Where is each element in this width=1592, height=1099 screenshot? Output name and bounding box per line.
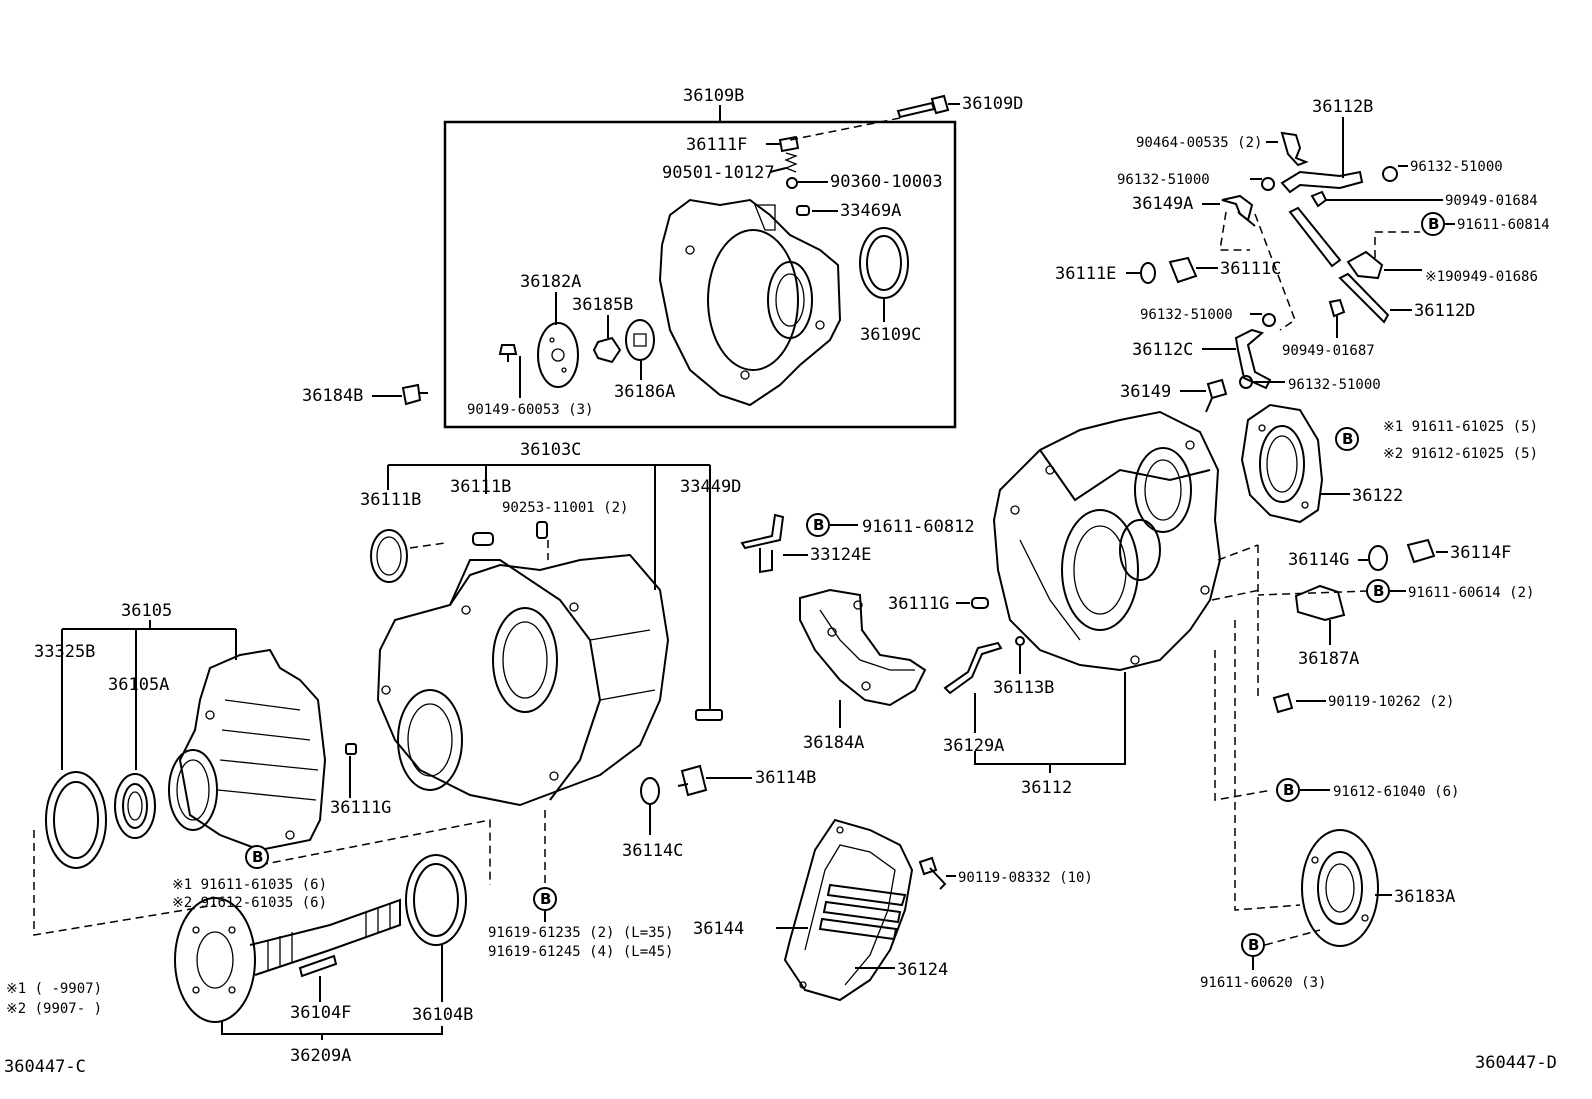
- label-36113B: 36113B: [993, 678, 1054, 698]
- bolt-mark-91611-61035: B: [252, 848, 263, 866]
- bolt-mark-91611-60620: B: [1248, 936, 1259, 954]
- label-36104B: 36104B: [412, 1005, 473, 1025]
- label-96132-51000-a: 96132-51000: [1117, 172, 1210, 188]
- label-36114F: 36114F: [1450, 543, 1511, 563]
- cover-36122: [1240, 403, 1324, 524]
- label-36111C: 36111C: [1220, 259, 1281, 279]
- label-36182A: 36182A: [520, 272, 581, 292]
- label-33325B: 33325B: [34, 642, 95, 662]
- bolt-36109D: [896, 94, 950, 119]
- label-36111F: 36111F: [686, 135, 747, 155]
- label-36111G-b: 36111G: [888, 594, 949, 614]
- rear-housing-36105-group: 36105 33325B 36105A B ※1 91611-61035 (6)…: [6, 601, 491, 1066]
- label-36104F: 36104F: [290, 1003, 351, 1023]
- label-96132-51000-b: 96132-51000: [1410, 159, 1503, 175]
- transfer-case-36103C: 36103C 36111B 36111B 90253-11001 (2) 334…: [330, 440, 816, 960]
- label-90464-00535: 90464-00535 (2): [1136, 135, 1262, 151]
- rotor-36182A: [537, 322, 579, 388]
- label-36149A: 36149A: [1132, 194, 1193, 214]
- label-91611-60614: 91611-60614 (2): [1408, 585, 1534, 601]
- label-36187A: 36187A: [1298, 649, 1359, 669]
- label-36129A: 36129A: [943, 736, 1004, 756]
- note-1: ※1 ( -9907): [6, 981, 102, 997]
- bolt-mark-91612-61040: B: [1283, 781, 1294, 799]
- oil-seal-36109C: [859, 227, 909, 299]
- label-91611-60812: 91611-60812: [862, 517, 975, 537]
- label-90360-10003: 90360-10003: [830, 172, 943, 192]
- bolt-mark-91611-61025: B: [1342, 430, 1353, 448]
- label-36111G-a: 36111G: [330, 798, 391, 818]
- label-91611-61025: ※1 91611-61025 (5): [1383, 419, 1538, 435]
- label-33124E: 33124E: [810, 545, 871, 565]
- label-36184A: 36184A: [803, 733, 864, 753]
- label-36114B: 36114B: [755, 768, 816, 788]
- label-36149: 36149: [1120, 382, 1171, 402]
- label-36184B: 36184B: [302, 386, 363, 406]
- note-2: ※2 (9907- ): [6, 1001, 102, 1017]
- bolt-mark-91611-60814: B: [1428, 215, 1439, 233]
- bolt-mark-91619: B: [540, 890, 551, 908]
- label-36112: 36112: [1021, 778, 1072, 798]
- label-36105A: 36105A: [108, 675, 169, 695]
- label-96132-51000-c: 96132-51000: [1140, 307, 1233, 323]
- label-36111B-b: 36111B: [450, 477, 511, 497]
- bracket-33124E: B 91611-60812 33124E: [740, 513, 975, 574]
- label-33449D: 33449D: [680, 477, 741, 497]
- label-96132-51000-d: 96132-51000: [1288, 377, 1381, 393]
- cover-36183A: [1301, 829, 1379, 947]
- extension-housing-group: 36109B 36109D 36111F 90501-10127 90360-1…: [443, 86, 1023, 429]
- label-90501-10127: 90501-10127: [662, 163, 775, 183]
- breather-hose-group: 36112B 90464-00535 (2) 96132-51000 96132…: [1055, 97, 1550, 413]
- label-36111B-a: 36111B: [360, 490, 421, 510]
- label-91611-61035: ※1 91611-61035 (6): [172, 877, 327, 893]
- label-91611-60814: 91611-60814: [1457, 217, 1550, 233]
- label-36144: 36144: [693, 919, 744, 939]
- label-91619-61235: 91619-61235 (2) (L=35): [488, 925, 673, 941]
- extension-housing: [658, 198, 842, 407]
- label-36124: 36124: [897, 960, 948, 980]
- label-36114G: 36114G: [1288, 550, 1349, 570]
- label-36114C: 36114C: [622, 841, 683, 861]
- label-36109B: 36109B: [683, 86, 744, 106]
- label-90253-11001: 90253-11001 (2): [502, 500, 628, 516]
- label-91612-61025: ※2 91612-61025 (5): [1383, 446, 1538, 462]
- bolt-mark-91611-60614: B: [1373, 582, 1384, 600]
- label-90149-60053: 90149-60053 (3): [467, 402, 593, 418]
- label-90119-10262: 90119-10262 (2): [1328, 694, 1454, 710]
- label-90119-08332: 90119-08332 (10): [958, 870, 1093, 886]
- label-36109D: 36109D: [962, 94, 1023, 114]
- oil-pan-36144: [783, 818, 914, 1002]
- label-36122: 36122: [1352, 486, 1403, 506]
- label-90949-01686: ※190949-01686: [1425, 269, 1538, 285]
- label-90949-01687: 90949-01687: [1282, 343, 1375, 359]
- label-91612-61035: ※2 91612-61035 (6): [172, 895, 327, 911]
- label-36111E: 36111E: [1055, 264, 1116, 284]
- label-36183A: 36183A: [1394, 887, 1455, 907]
- figure-id-right: 360447-D: [1475, 1053, 1557, 1073]
- label-91611-60620: 91611-60620 (3): [1200, 975, 1326, 991]
- label-36105: 36105: [121, 601, 172, 621]
- figure-id-left: 360447-C: [4, 1057, 86, 1077]
- bolt-mark-91611-60812: B: [813, 516, 824, 534]
- front-case-36112: [992, 410, 1261, 672]
- label-36112D: 36112D: [1414, 301, 1475, 321]
- label-36112B: 36112B: [1312, 97, 1373, 117]
- label-91612-61040: 91612-61040 (6): [1333, 784, 1459, 800]
- label-36112C: 36112C: [1132, 340, 1193, 360]
- label-90949-01684: 90949-01684: [1445, 193, 1538, 209]
- label-33469A: 33469A: [840, 201, 901, 221]
- label-36185B: 36185B: [572, 295, 633, 315]
- plug-36184B: [401, 383, 428, 406]
- label-36103C: 36103C: [520, 440, 581, 460]
- output-shaft-36209A: [174, 897, 401, 1023]
- cover-36184A: 36184A: [799, 588, 927, 753]
- label-36109C: 36109C: [860, 325, 921, 345]
- label-91619-61245: 91619-61245 (4) (L=45): [488, 944, 673, 960]
- label-36209A: 36209A: [290, 1046, 351, 1066]
- label-36186A: 36186A: [614, 382, 675, 402]
